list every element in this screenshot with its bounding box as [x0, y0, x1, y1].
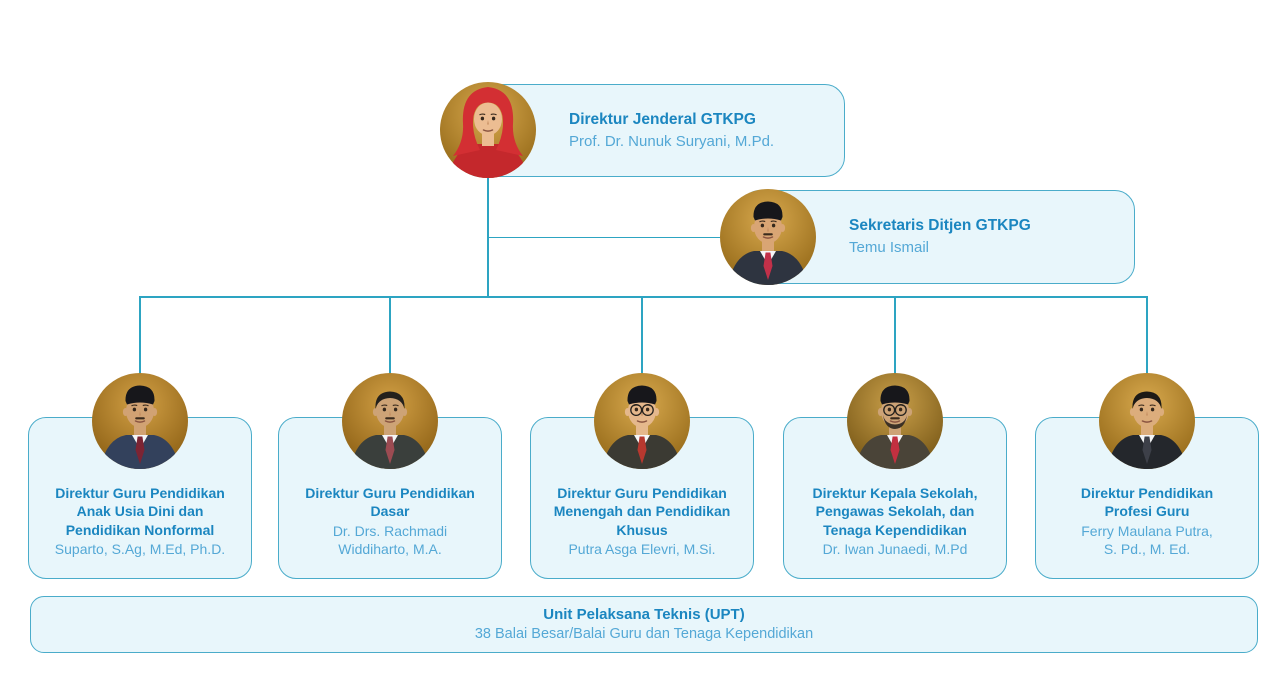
card-person-name: Putra Asga Elevri, M.Si. [568, 540, 716, 557]
card-person-name: Suparto, S.Ag, M.Ed, Ph.D. [54, 540, 226, 557]
card-title: Direktur Guru Pendidikan Menengah dan Pe… [553, 485, 731, 538]
card-title: Direktur Guru Pendidikan Dasar [305, 485, 475, 520]
photo-sekretaris [720, 189, 816, 285]
photo-direktur-pendidikan-dasar [342, 373, 438, 469]
photo-direktur-paud-nonformal [92, 373, 188, 469]
card-title: Direktur Pendidikan Profesi Guru [1080, 485, 1214, 520]
card-person-name: Dr. Iwan Junaedi, M.Pd [822, 540, 968, 557]
card-person-name: Dr. Drs. Rachmadi Widdiharto, M.A. [332, 522, 448, 557]
card-upt: Unit Pelaksana Teknis (UPT) 38 Balai Bes… [30, 596, 1258, 653]
upt-subtitle: 38 Balai Besar/Balai Guru dan Tenaga Kep… [474, 625, 814, 642]
card-title: Direktur Kepala Sekolah, Pengawas Sekola… [812, 485, 978, 538]
card-title: Direktur Jenderal GTKPG [569, 110, 756, 128]
connector-drop-3 [641, 296, 643, 374]
photo-direktur-kepala-sekolah [847, 373, 943, 469]
photo-direktur-profesi-guru [1099, 373, 1195, 469]
card-title: Direktur Guru Pendidikan Anak Usia Dini … [55, 485, 225, 538]
connector-drop-2 [389, 296, 391, 374]
card-person-name: Temu Ismail [849, 239, 930, 257]
card-person-name: Ferry Maulana Putra, S. Pd., M. Ed. [1081, 522, 1213, 557]
connector-drop-4 [894, 296, 896, 374]
card-person-name: Prof. Dr. Nunuk Suryani, M.Pd. [569, 132, 775, 150]
upt-title: Unit Pelaksana Teknis (UPT) [543, 605, 745, 623]
connector-main-horizontal [139, 296, 1148, 298]
card-title: Sekretaris Ditjen GTKPG [849, 217, 1031, 235]
photo-direktur-menengah-khusus [594, 373, 690, 469]
connector-drop-5 [1146, 296, 1148, 374]
photo-direktur-jenderal [440, 82, 536, 178]
connector-secretary-branch [487, 236, 720, 238]
connector-drop-1 [139, 296, 141, 374]
